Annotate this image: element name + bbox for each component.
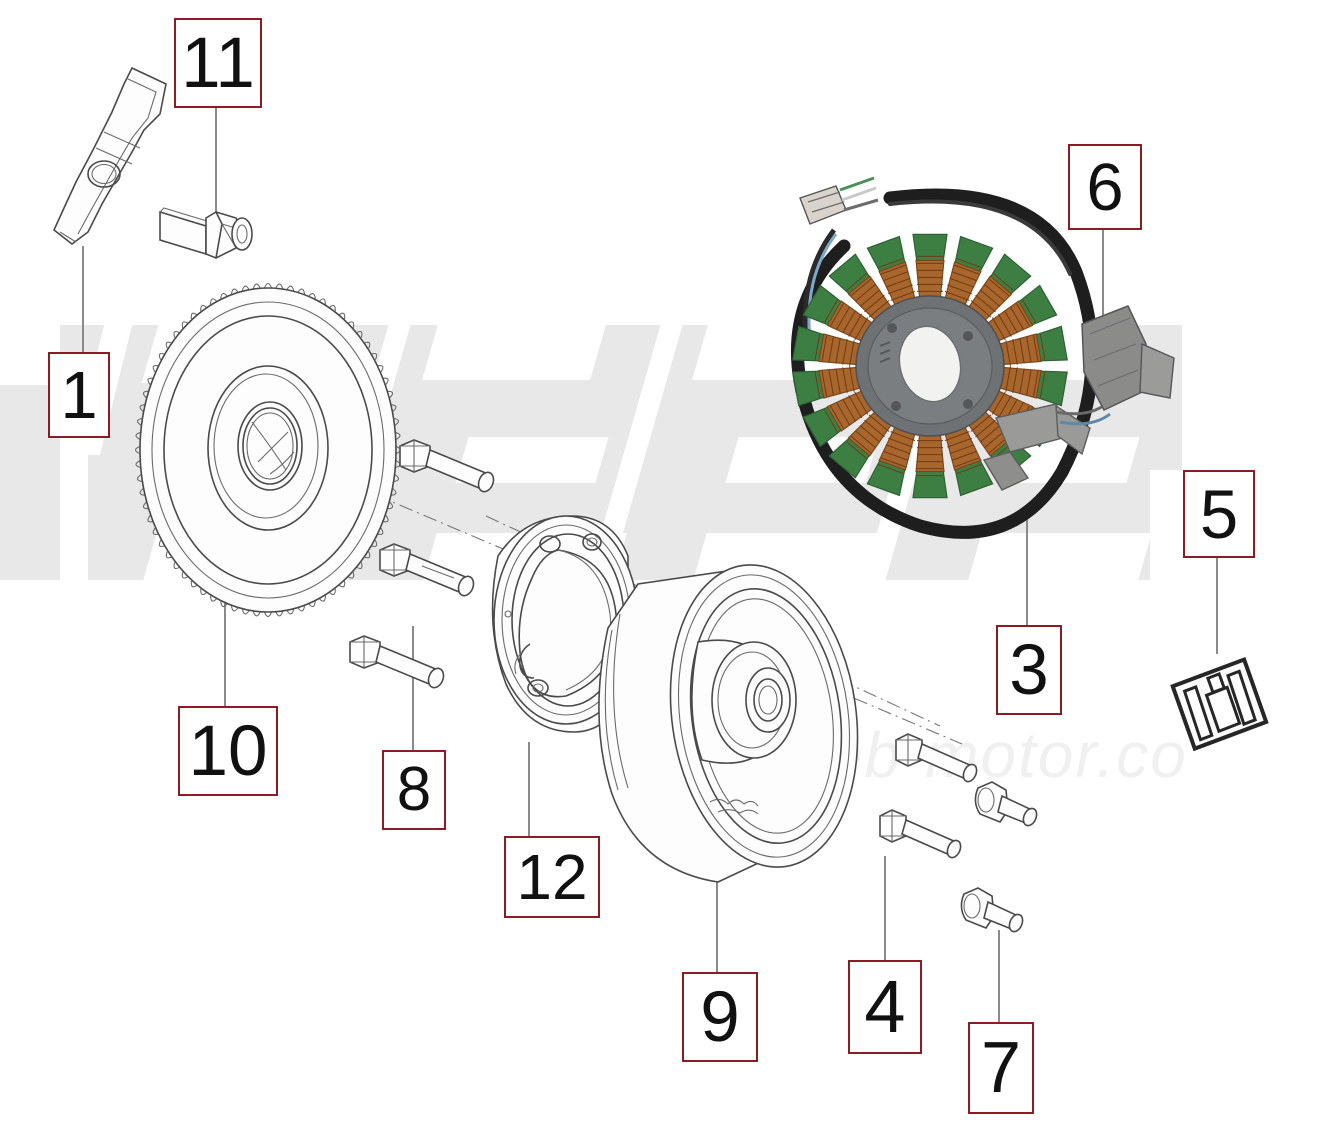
callout-label: 11 bbox=[181, 23, 255, 103]
callout-label: 9 bbox=[700, 977, 740, 1057]
callout-4[interactable]: 4 bbox=[848, 960, 922, 1054]
part-1-cable-clamp-bracket bbox=[36, 62, 196, 262]
callout-9[interactable]: 9 bbox=[682, 972, 758, 1062]
callout-8[interactable]: 8 bbox=[382, 750, 446, 830]
callout-label: 12 bbox=[516, 841, 588, 913]
leader-line-4 bbox=[884, 856, 886, 961]
leader-line-5 bbox=[1216, 554, 1218, 654]
part-8-hex-bolts bbox=[338, 432, 558, 689]
callout-7[interactable]: 7 bbox=[968, 1022, 1034, 1114]
callout-label: 3 bbox=[1009, 630, 1049, 710]
leader-line-12 bbox=[528, 742, 530, 837]
part-5-wire-connector-clip bbox=[1166, 652, 1274, 760]
part-3-stator-mount-plate bbox=[1076, 300, 1196, 430]
leader-line-1 bbox=[82, 246, 84, 352]
callout-5[interactable]: 5 bbox=[1183, 470, 1255, 558]
callout-label: 1 bbox=[60, 357, 98, 433]
callout-11[interactable]: 11 bbox=[174, 18, 262, 108]
callout-label: 4 bbox=[864, 965, 906, 1048]
leader-line-10 bbox=[224, 600, 226, 706]
leader-line-3 bbox=[1026, 516, 1028, 626]
part-6-stator-assembly bbox=[770, 160, 1150, 560]
callout-12[interactable]: 12 bbox=[504, 836, 600, 918]
callout-label: 7 bbox=[980, 1028, 1022, 1108]
part-11-flange-bolt bbox=[150, 196, 270, 276]
callout-10[interactable]: 10 bbox=[178, 706, 278, 796]
part-9-flywheel-rotor bbox=[578, 510, 908, 900]
callout-label: 10 bbox=[188, 711, 268, 791]
part-4-hex-bolt-right bbox=[890, 722, 900, 732]
callout-6[interactable]: 6 bbox=[1068, 144, 1142, 230]
leader-line-11 bbox=[215, 104, 217, 212]
callout-3[interactable]: 3 bbox=[996, 625, 1062, 715]
callout-label: 8 bbox=[396, 755, 432, 824]
callout-label: 5 bbox=[1199, 475, 1239, 553]
leader-line-8 bbox=[412, 626, 414, 750]
part-7-shoulder-rivet-pins bbox=[960, 770, 1090, 950]
part-10-starter-ring-gear bbox=[118, 276, 418, 624]
leader-line-7 bbox=[998, 930, 1000, 1023]
leader-line-6 bbox=[1102, 226, 1104, 348]
leader-line-9 bbox=[716, 878, 718, 973]
part-4-hex-bolts bbox=[879, 726, 1060, 886]
callout-label: 6 bbox=[1086, 149, 1124, 225]
callout-1[interactable]: 1 bbox=[48, 352, 110, 438]
